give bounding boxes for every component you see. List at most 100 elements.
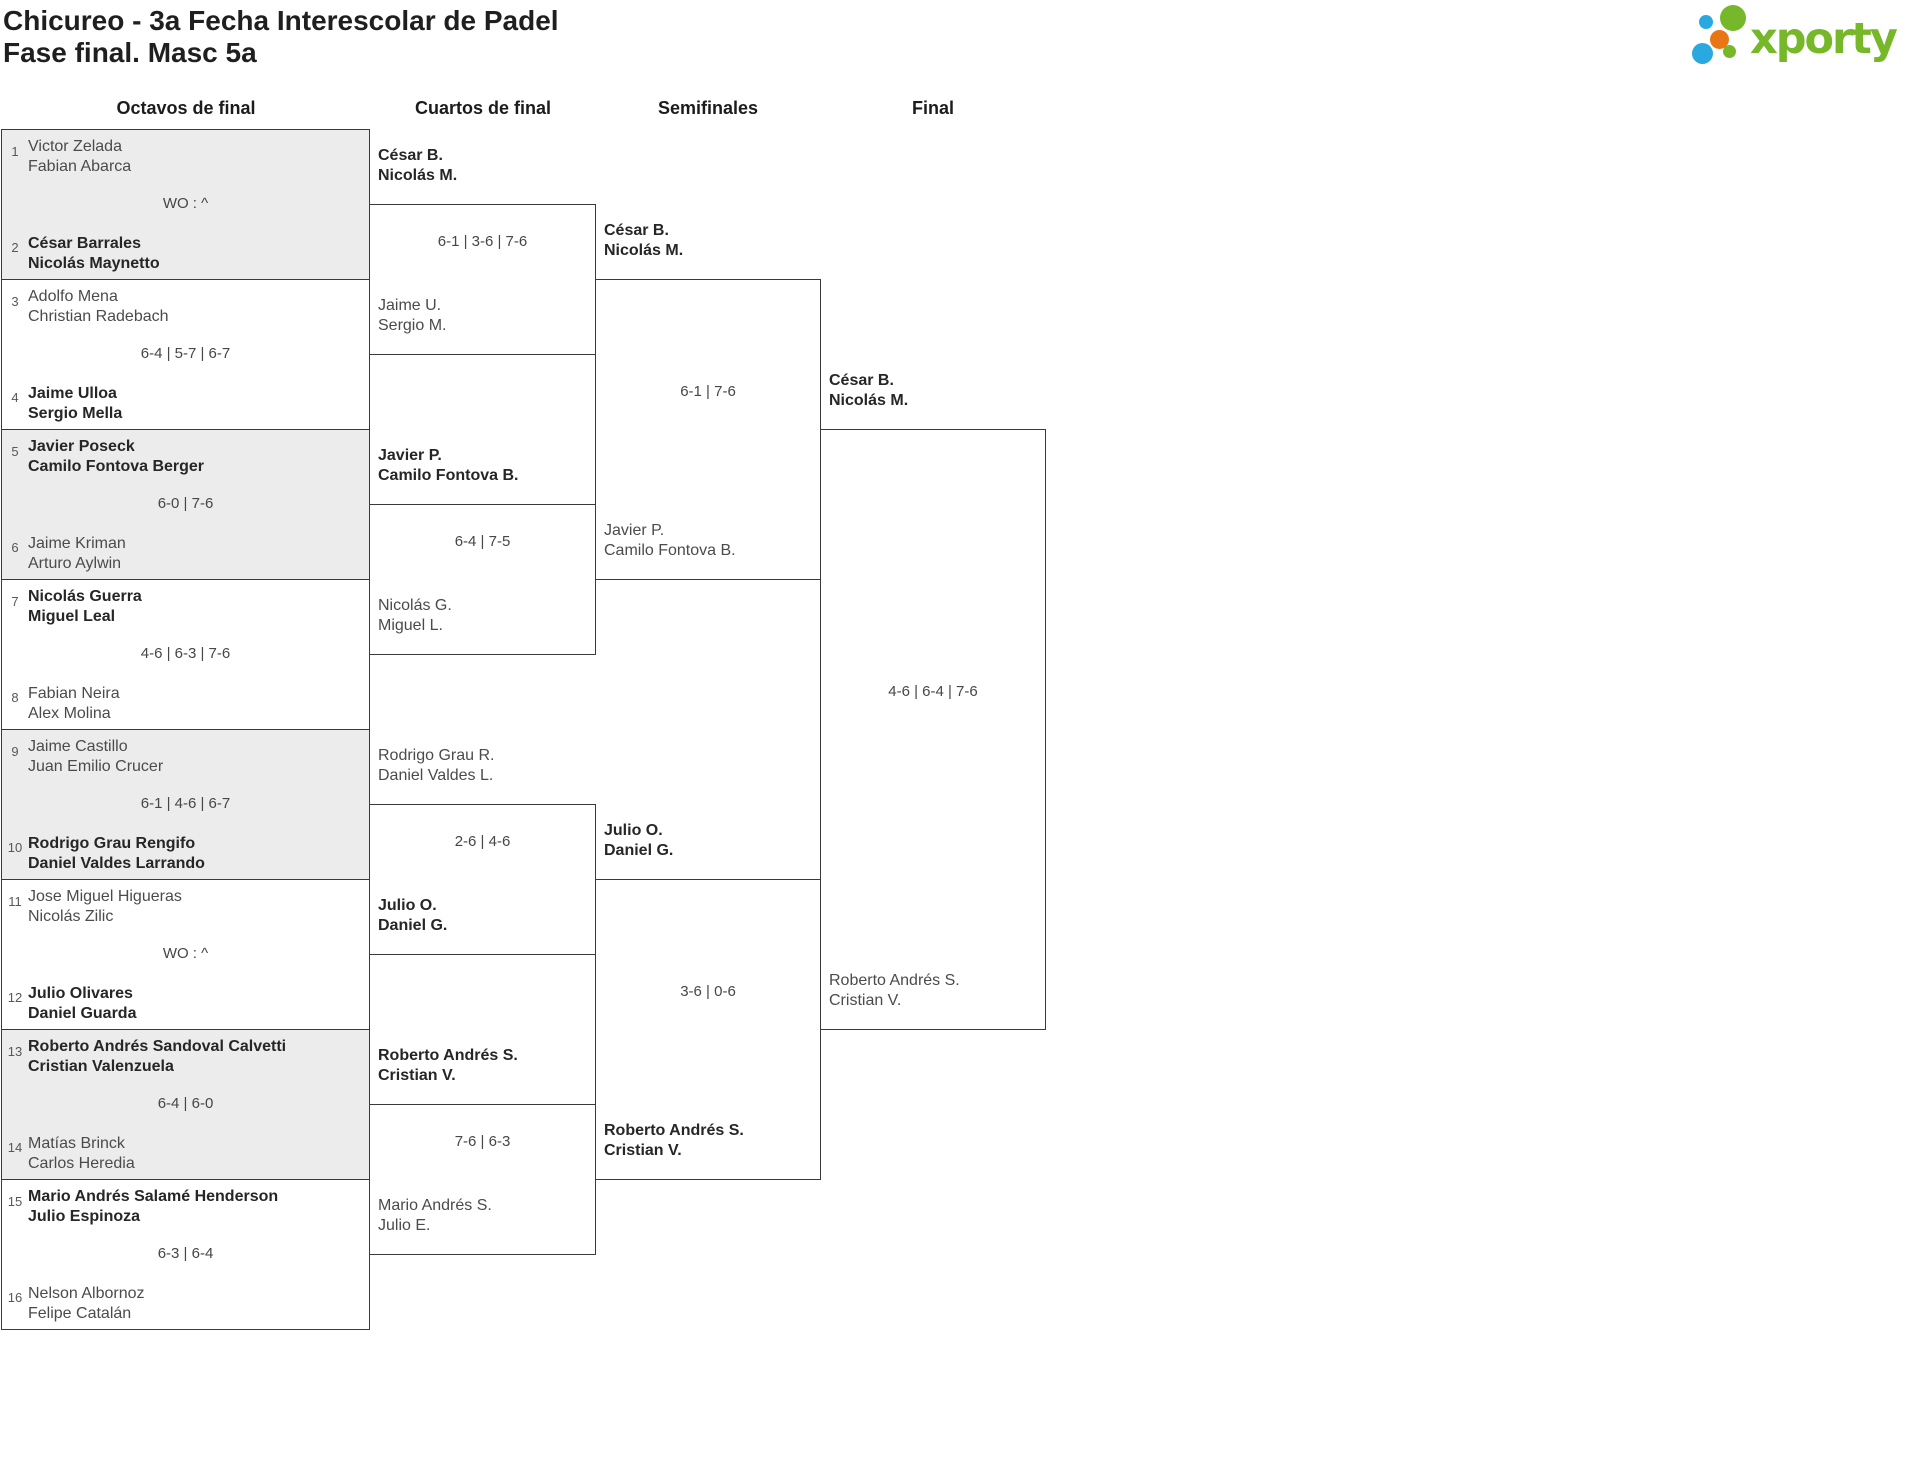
player-name: César B. bbox=[829, 372, 894, 389]
tournament-subtitle: Fase final. Masc 5a bbox=[3, 37, 257, 68]
player-name: Jaime U. bbox=[378, 297, 442, 314]
player-name: Cristian V. bbox=[604, 1142, 682, 1159]
seed-number: 3 bbox=[11, 294, 19, 309]
page-title-block: Chicureo - 3a Fecha Interescolar de Pade… bbox=[3, 5, 559, 69]
match-box-octavos-7: 13 Roberto Andrés Sandoval Calvetti Cris… bbox=[1, 1029, 370, 1180]
team-names: Javier Poseck Camilo Fontova Berger bbox=[28, 437, 204, 477]
round-header-octavos: Octavos de final bbox=[116, 98, 256, 118]
match-box-octavos-5: 9 Jaime Castillo Juan Emilio Crucer 6-1 … bbox=[1, 729, 370, 880]
match-score: 6-1 | 7-6 bbox=[680, 383, 736, 400]
logo-text: xporty bbox=[1750, 14, 1898, 64]
player-name: Daniel Valdes L. bbox=[378, 767, 494, 784]
advancing-team-label: Javier P. Camilo Fontova B. bbox=[378, 446, 518, 486]
player-name: Nicolás M. bbox=[829, 392, 909, 409]
team-names: César Barrales Nicolás Maynetto bbox=[28, 234, 160, 274]
player-name: Sergio Mella bbox=[28, 405, 123, 422]
match-box-final bbox=[820, 429, 1046, 1030]
match-box-octavos-4: 7 Nicolás Guerra Miguel Leal 4-6 | 6-3 |… bbox=[1, 579, 370, 730]
team-names: Fabian Neira Alex Molina bbox=[28, 684, 120, 724]
advancing-team-label: Rodrigo Grau R. Daniel Valdes L. bbox=[378, 746, 495, 786]
player-name: Camilo Fontova B. bbox=[604, 542, 736, 559]
match-box-octavos-3: 5 Javier Poseck Camilo Fontova Berger 6-… bbox=[1, 429, 370, 580]
player-name: Javier P. bbox=[604, 522, 665, 539]
advancing-team-label: Roberto Andrés S. Cristian V. bbox=[829, 971, 960, 1011]
advancing-team-label: Jaime U. Sergio M. bbox=[378, 296, 446, 336]
advancing-team-label: César B. Nicolás M. bbox=[829, 371, 908, 411]
xporty-logo: xporty bbox=[1692, 0, 1920, 75]
player-name: Carlos Heredia bbox=[28, 1155, 135, 1172]
team-names: Matías Brinck Carlos Heredia bbox=[28, 1134, 135, 1174]
player-name: César Barrales bbox=[28, 235, 141, 252]
player-name: Javier Poseck bbox=[28, 438, 135, 455]
seed-number: 12 bbox=[7, 990, 23, 1005]
player-name: Nicolás Guerra bbox=[28, 588, 142, 605]
round-header-semifinales: Semifinales bbox=[657, 98, 759, 118]
player-name: Rodrigo Grau R. bbox=[378, 747, 495, 764]
seed-number: 1 bbox=[11, 144, 19, 159]
player-name: Mario Andrés S. bbox=[378, 1197, 492, 1214]
match-score: 7-6 | 6-3 bbox=[454, 1133, 511, 1150]
seed-number: 10 bbox=[7, 840, 23, 855]
match-score: 4-6 | 6-3 | 7-6 bbox=[140, 645, 231, 662]
player-name: Christian Radebach bbox=[28, 308, 169, 325]
team-names: Jaime Ulloa Sergio Mella bbox=[28, 384, 122, 424]
player-name: Nicolás M. bbox=[378, 167, 458, 184]
match-score: 6-0 | 7-6 bbox=[157, 495, 214, 512]
logo-dot-blue-small bbox=[1699, 15, 1713, 29]
player-name: Victor Zelada bbox=[28, 138, 122, 155]
match-box-octavos-8: 15 Mario Andrés Salamé Henderson Julio E… bbox=[1, 1179, 370, 1330]
player-name: Fabian Abarca bbox=[28, 158, 132, 175]
player-name: Cristian Valenzuela bbox=[28, 1058, 174, 1075]
seed-number: 15 bbox=[7, 1194, 23, 1209]
player-name: Matías Brinck bbox=[28, 1135, 125, 1152]
player-name: Arturo Aylwin bbox=[28, 555, 122, 572]
player-name: César B. bbox=[378, 147, 443, 164]
team-names: Mario Andrés Salamé Henderson Julio Espi… bbox=[28, 1187, 278, 1227]
player-name: Roberto Andrés S. bbox=[604, 1122, 744, 1139]
team-names: Nicolás Guerra Miguel Leal bbox=[28, 587, 142, 627]
match-score: 6-4 | 6-0 bbox=[157, 1095, 214, 1112]
player-name: Roberto Andrés Sandoval Calvetti bbox=[28, 1038, 287, 1055]
player-name: César B. bbox=[604, 222, 669, 239]
match-box-octavos-2: 3 Adolfo Mena Christian Radebach 6-4 | 5… bbox=[1, 279, 370, 430]
seed-number: 5 bbox=[11, 444, 19, 459]
player-name: Nicolás G. bbox=[378, 597, 452, 614]
player-name: Jaime Ulloa bbox=[28, 385, 117, 402]
advancing-team-label: Julio O. Daniel G. bbox=[378, 896, 447, 936]
match-score: 3-6 | 0-6 bbox=[680, 983, 736, 1000]
match-score: WO : ^ bbox=[162, 945, 209, 962]
seed-number: 14 bbox=[7, 1140, 23, 1155]
logo-dot-orange bbox=[1710, 30, 1729, 49]
seed-number: 2 bbox=[11, 240, 19, 255]
match-box-octavos-6: 11 Jose Miguel Higueras Nicolás Zilic WO… bbox=[1, 879, 370, 1030]
player-name: Roberto Andrés S. bbox=[829, 972, 960, 989]
player-name: Adolfo Mena bbox=[28, 288, 118, 305]
player-name: Rodrigo Grau Rengifo bbox=[28, 835, 196, 852]
player-name: Julio Olivares bbox=[28, 985, 133, 1002]
team-names: Jaime Kriman Arturo Aylwin bbox=[28, 534, 126, 574]
player-name: Miguel L. bbox=[378, 617, 443, 634]
advancing-team-label: César B. Nicolás M. bbox=[604, 221, 683, 261]
seed-number: 16 bbox=[7, 1290, 23, 1305]
match-score: 6-3 | 6-4 bbox=[157, 1245, 214, 1262]
match-score: 6-4 | 7-5 bbox=[454, 533, 511, 550]
player-name: Nelson Albornoz bbox=[28, 1285, 145, 1302]
seed-number: 8 bbox=[11, 690, 19, 705]
advancing-team-label: Roberto Andrés S. Cristian V. bbox=[378, 1046, 518, 1086]
player-name: Nicolás M. bbox=[604, 242, 684, 259]
player-name: Julio Espinoza bbox=[28, 1208, 141, 1225]
player-name: Daniel G. bbox=[378, 917, 448, 934]
advancing-team-label: César B. Nicolás M. bbox=[378, 146, 457, 186]
logo-dot-green-large bbox=[1720, 5, 1746, 31]
advancing-team-label: Julio O. Daniel G. bbox=[604, 821, 673, 861]
player-name: Jose Miguel Higueras bbox=[28, 888, 182, 905]
match-score: 4-6 | 6-4 | 7-6 bbox=[888, 683, 978, 700]
logo-dot-green-small bbox=[1723, 45, 1736, 58]
seed-number: 7 bbox=[11, 594, 19, 609]
advancing-team-label: Nicolás G. Miguel L. bbox=[378, 596, 452, 636]
advancing-team-label: Javier P. Camilo Fontova B. bbox=[604, 521, 736, 561]
player-name: Felipe Catalán bbox=[28, 1305, 132, 1322]
team-names: Adolfo Mena Christian Radebach bbox=[28, 287, 169, 327]
seed-number: 9 bbox=[11, 744, 19, 759]
